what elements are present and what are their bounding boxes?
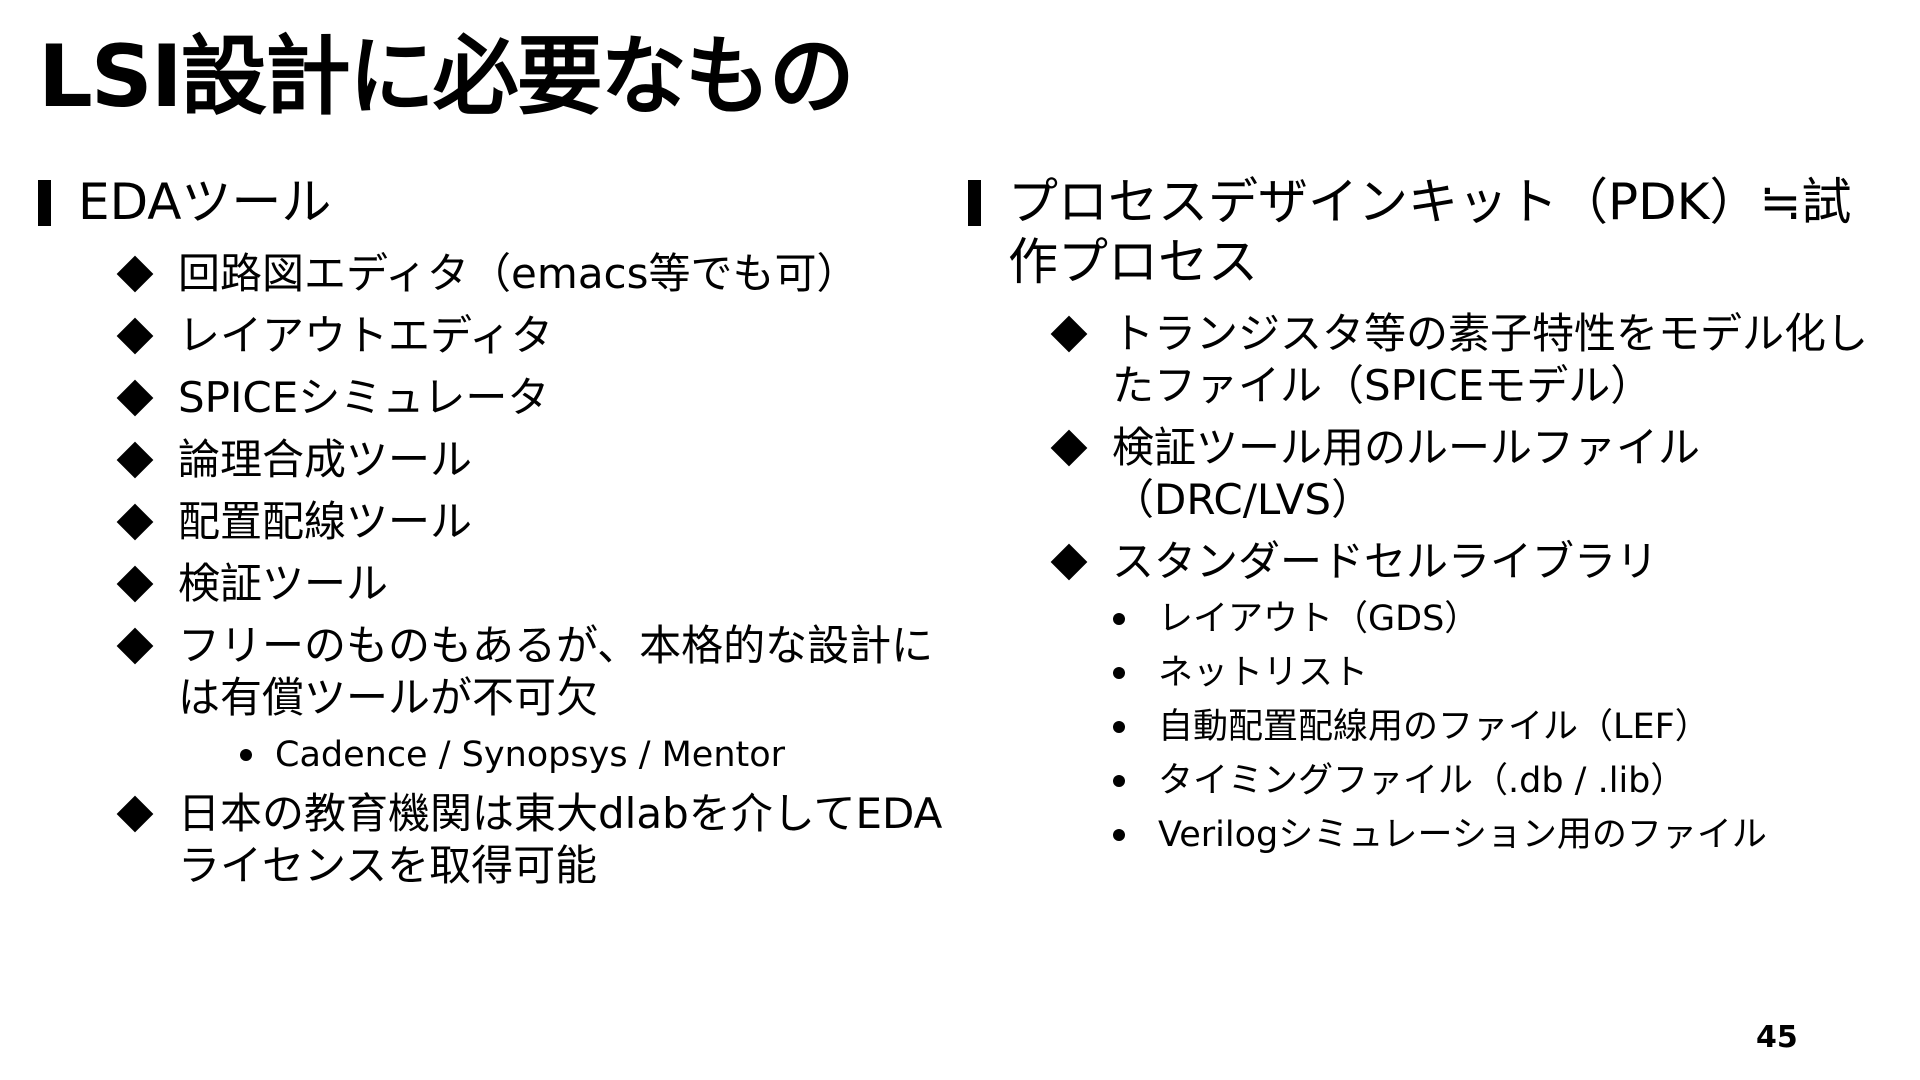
left-item-text: SPICEシミュレータ	[178, 373, 550, 422]
right-column: プロセスデザインキット（PDK）≒試作プロセス トランジスタ等の素子特性をモデル…	[968, 172, 1898, 868]
right-item-text: トランジスタ等の素子特性をモデル化したファイル（SPICEモデル）	[1112, 309, 1869, 410]
right-sub-item-text: タイミングファイル（.db / .lib）	[1158, 761, 1686, 801]
right-item: 検証ツール用のルールファイル（DRC/LVS）	[1048, 422, 1898, 526]
dot-bullet-icon	[1113, 613, 1125, 625]
right-sub-item-text: ネットリスト	[1158, 653, 1369, 693]
right-sub-item-text: Verilogシミュレーション用のファイル	[1158, 815, 1767, 855]
left-item-text: レイアウトエディタ	[178, 311, 554, 360]
diamond-bullet-icon	[116, 795, 154, 833]
left-sub-item-text: Cadence / Synopsys / Mentor	[275, 735, 786, 775]
left-column: EDAツール 回路図エディタ（emacs等でも可） レイアウトエディタ SPIC…	[38, 172, 968, 902]
diamond-bullet-icon	[116, 627, 154, 665]
bar-bullet-icon	[968, 180, 981, 226]
diamond-bullet-icon	[116, 565, 154, 603]
diamond-bullet-icon	[116, 317, 154, 355]
left-heading-text: EDAツール	[78, 173, 332, 231]
left-item-text: 配置配線ツール	[178, 497, 473, 546]
right-sub-item: Verilogシミュレーション用のファイル	[1113, 814, 1898, 856]
diamond-bullet-icon	[1050, 543, 1088, 581]
diamond-bullet-icon	[116, 379, 154, 417]
left-item: 配置配線ツール	[114, 496, 968, 548]
left-item-text: 日本の教育機関は東大dlabを介してEDAライセンスを取得可能	[178, 789, 943, 890]
page-number: 45	[1756, 1020, 1798, 1055]
right-sub-item: 自動配置配線用のファイル（LEF）	[1113, 706, 1898, 748]
slide-title: LSI設計に必要なもの	[38, 27, 855, 127]
diamond-bullet-icon	[1050, 315, 1088, 353]
right-sub-item: ネットリスト	[1113, 652, 1898, 694]
right-sub-item: レイアウト（GDS）	[1113, 598, 1898, 640]
dot-bullet-icon	[1113, 775, 1125, 787]
right-sub-item-text: レイアウト（GDS）	[1158, 599, 1480, 639]
left-item-text: 回路図エディタ（emacs等でも可）	[178, 249, 859, 298]
left-heading: EDAツール	[38, 172, 968, 232]
diamond-bullet-icon	[1050, 429, 1088, 467]
right-heading: プロセスデザインキット（PDK）≒試作プロセス	[968, 172, 1898, 292]
diamond-bullet-icon	[116, 441, 154, 479]
left-item: 論理合成ツール	[114, 434, 968, 486]
right-sub-item: タイミングファイル（.db / .lib）	[1113, 760, 1898, 802]
left-item: 日本の教育機関は東大dlabを介してEDAライセンスを取得可能	[114, 788, 968, 892]
left-item: SPICEシミュレータ	[114, 372, 968, 424]
right-item-text: スタンダードセルライブラリ	[1112, 537, 1659, 586]
diamond-bullet-icon	[116, 255, 154, 293]
left-item-text: 論理合成ツール	[178, 435, 473, 484]
left-item-text: フリーのものもあるが、本格的な設計には有償ツールが不可欠	[178, 621, 934, 722]
bar-bullet-icon	[38, 180, 51, 226]
left-item-text: 検証ツール	[178, 559, 389, 608]
right-item-text: 検証ツール用のルールファイル（DRC/LVS）	[1112, 423, 1701, 524]
left-item: 検証ツール	[114, 558, 968, 610]
left-sub-item: Cadence / Synopsys / Mentor	[240, 734, 968, 776]
dot-bullet-icon	[1113, 829, 1125, 841]
dot-bullet-icon	[1113, 667, 1125, 679]
left-item: フリーのものもあるが、本格的な設計には有償ツールが不可欠	[114, 620, 968, 724]
diamond-bullet-icon	[116, 503, 154, 541]
dot-bullet-icon	[240, 749, 252, 761]
right-item: スタンダードセルライブラリ	[1048, 536, 1898, 588]
right-heading-text: プロセスデザインキット（PDK）≒試作プロセス	[1008, 173, 1852, 291]
right-sub-item-text: 自動配置配線用のファイル（LEF）	[1158, 707, 1710, 747]
left-item: レイアウトエディタ	[114, 310, 968, 362]
left-item: 回路図エディタ（emacs等でも可）	[114, 248, 968, 300]
dot-bullet-icon	[1113, 721, 1125, 733]
right-item: トランジスタ等の素子特性をモデル化したファイル（SPICEモデル）	[1048, 308, 1898, 412]
